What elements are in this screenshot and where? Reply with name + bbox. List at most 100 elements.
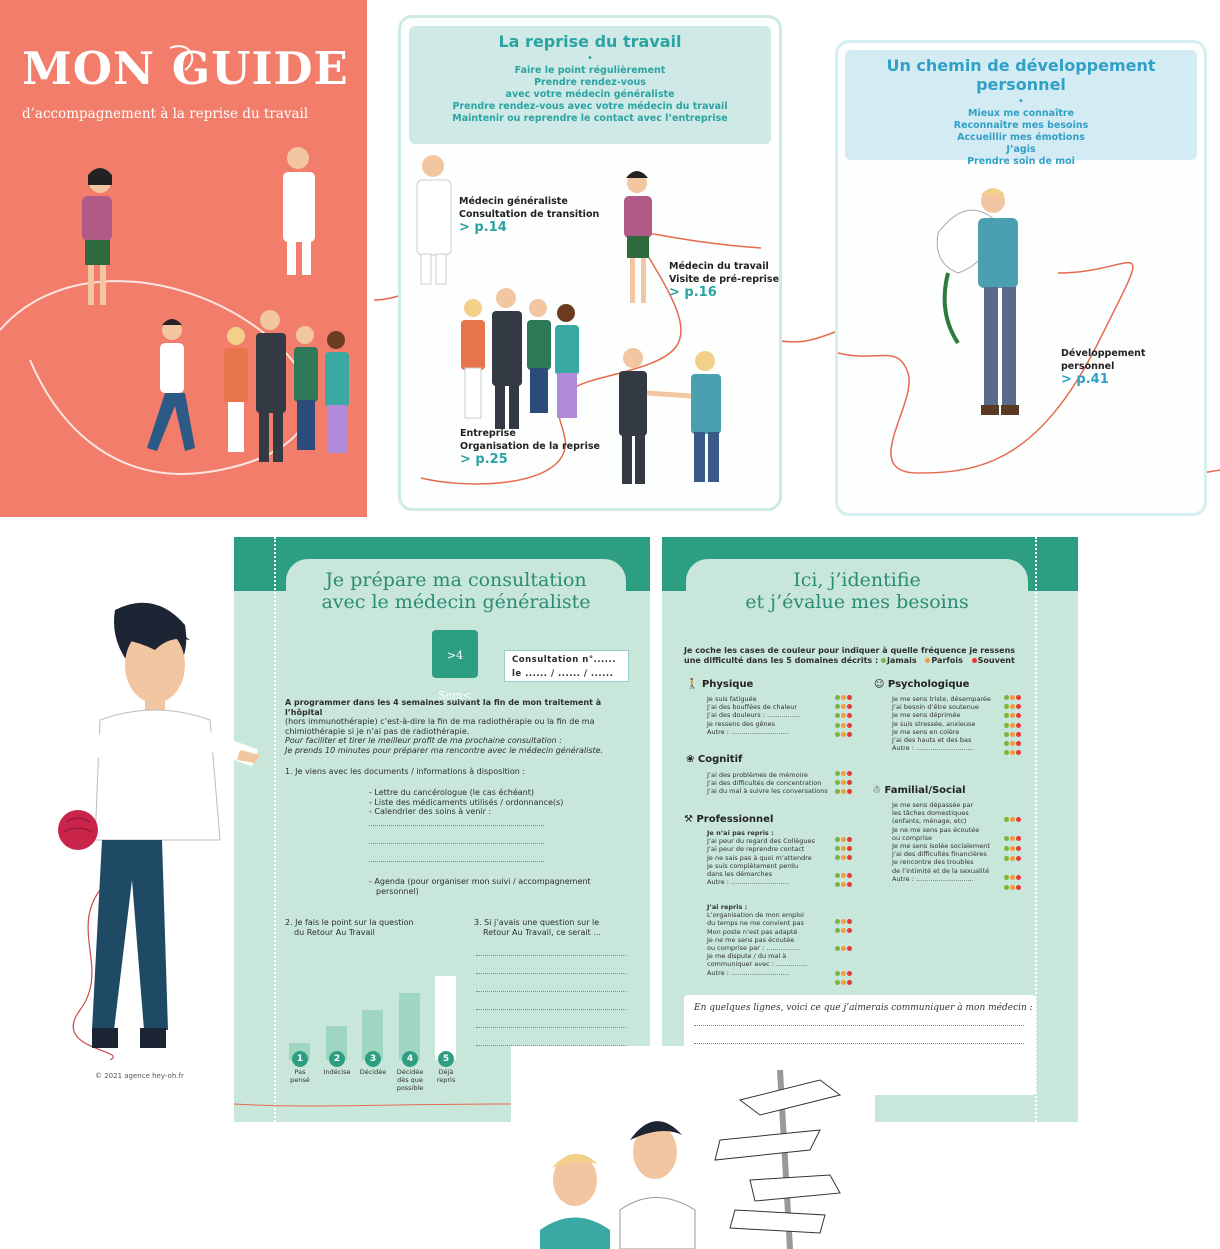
instruction-line: Je coche les cases de couleur pour indiq… bbox=[684, 646, 1016, 655]
dev-illustration bbox=[838, 188, 1134, 474]
scale-label: Pas pensé bbox=[290, 1068, 310, 1085]
documents-list: - Lettre du cancérologue (le cas échéant… bbox=[369, 788, 563, 817]
scale-number: 3 bbox=[365, 1051, 381, 1067]
need-item: Autre : ............................ bbox=[892, 874, 974, 883]
need-item: ou comprise par : ................ bbox=[707, 944, 800, 953]
head-icon: ☺ bbox=[874, 679, 885, 690]
need-item: J’ai peur de reprendre contact bbox=[707, 845, 805, 854]
pro-rating-1[interactable] bbox=[835, 837, 853, 891]
need-item: J’ai des problèmes de mémoire bbox=[707, 771, 808, 779]
write-line[interactable] bbox=[694, 1025, 1024, 1026]
worksheet-title: Ici, j’identifie et j’évalue mes besoins bbox=[686, 569, 1028, 613]
step-page-link[interactable]: > p.14 bbox=[459, 220, 507, 235]
step-title: Développement bbox=[1061, 348, 1146, 359]
write-line[interactable] bbox=[476, 1009, 626, 1010]
write-line[interactable] bbox=[369, 861, 544, 862]
scale-bar[interactable] bbox=[362, 1010, 383, 1060]
intro-italic: Pour faciliter et tirer le meilleur prof… bbox=[285, 736, 562, 745]
reprise-illustration bbox=[416, 155, 762, 485]
step-page-link[interactable]: > p.25 bbox=[460, 452, 508, 467]
intro-text: A programmer dans les 4 semaines suivant… bbox=[285, 698, 635, 755]
need-item: Je ne me sens pas écoutée bbox=[892, 825, 980, 834]
step-subtitle: personnel bbox=[1061, 361, 1115, 372]
write-line[interactable] bbox=[369, 825, 544, 826]
consultation-worksheet: Je prépare ma consultation avec le médec… bbox=[234, 537, 650, 1122]
need-item: Je me dispute / du mal à bbox=[707, 952, 787, 961]
scale-bar[interactable] bbox=[326, 1026, 347, 1060]
section-title: Familial/Social bbox=[884, 785, 966, 796]
step-developpement: Développement personnel > p.41 bbox=[1061, 347, 1145, 386]
need-item: Autre : ............................ bbox=[707, 727, 789, 736]
document-item: - Liste des médicaments utilisés / ordon… bbox=[369, 797, 564, 807]
step-subtitle: Organisation de la reprise bbox=[460, 441, 600, 452]
cover-illustration bbox=[0, 45, 349, 475]
need-item: Je ne me sens pas écoutée bbox=[707, 935, 795, 944]
dotted-divider bbox=[1035, 537, 1037, 1122]
section-title: Professionnel bbox=[696, 814, 774, 825]
dev-line: Prendre soin de moi bbox=[967, 156, 1075, 167]
reprise-line: Maintenir ou reprendre le contact avec l… bbox=[452, 113, 728, 124]
cognitif-rating[interactable] bbox=[835, 771, 853, 799]
scale-number: 5 bbox=[438, 1051, 454, 1067]
instruction-line: une difficulté dans les 5 domaines décri… bbox=[684, 655, 879, 665]
intro-italic: Je prends 10 minutes pour préparer ma re… bbox=[285, 745, 604, 755]
step-subtitle: Visite de pré-reprise bbox=[669, 274, 780, 285]
step-entreprise: Entreprise Organisation de la reprise > … bbox=[460, 427, 600, 466]
scale-label: Décidée bbox=[359, 1068, 387, 1076]
need-item: Mon poste n’est pas adapté bbox=[707, 927, 798, 936]
need-item: de l’intimité et de la sexualité bbox=[892, 866, 990, 875]
legend-label: Parfois bbox=[931, 655, 963, 665]
psycho-rating[interactable] bbox=[1004, 695, 1022, 759]
consultation-box[interactable]: Consultation n°...... le ...... / ......… bbox=[504, 650, 629, 682]
familial-rating[interactable] bbox=[1004, 817, 1022, 895]
step-page-link[interactable]: > p.41 bbox=[1061, 372, 1109, 387]
write-line[interactable] bbox=[476, 1027, 626, 1028]
step-title: Entreprise bbox=[460, 428, 516, 439]
copyright-credit: © 2021 agence hey-oh.fr bbox=[95, 1072, 184, 1080]
section-title: Physique bbox=[701, 679, 754, 690]
reprise-panel: La reprise du travail • Faire le point r… bbox=[398, 15, 782, 511]
need-item: Je suis stressée, anxieuse bbox=[892, 719, 976, 728]
worksheet-title: Je prépare ma consultation avec le médec… bbox=[286, 569, 626, 613]
physique-rating[interactable] bbox=[835, 695, 853, 741]
agenda-line: - Agenda (pour organiser mon suivi / acc… bbox=[369, 877, 591, 886]
write-line[interactable] bbox=[476, 973, 626, 974]
person-icon: 🚶 bbox=[686, 679, 699, 690]
title-line: Je prépare ma consultation bbox=[325, 569, 587, 591]
need-item: Autre : ............................ bbox=[892, 744, 974, 753]
woman-pointing-illustration bbox=[58, 602, 260, 1060]
write-line[interactable] bbox=[694, 1043, 1024, 1044]
need-item: Je me sens isolée socialement bbox=[892, 842, 990, 851]
calendar-label: >4 Sem< bbox=[438, 649, 472, 702]
write-line[interactable] bbox=[476, 1045, 626, 1046]
scale-bar[interactable] bbox=[399, 993, 420, 1060]
scale-number: 2 bbox=[329, 1051, 345, 1067]
calendar-icon: >4 Sem< bbox=[432, 630, 478, 702]
write-line[interactable] bbox=[476, 955, 626, 956]
need-item: les tâches domestiques bbox=[892, 809, 969, 818]
question-2: 2. Je fais le point sur la question du R… bbox=[285, 918, 414, 937]
scale-bar[interactable] bbox=[435, 976, 456, 1060]
section-psychologique: ☺ Psychologique bbox=[874, 679, 969, 690]
dev-line: Mieux me connaître bbox=[967, 108, 1075, 119]
section-cognitif: ❀ Cognitif bbox=[686, 754, 742, 765]
reprise-title: La reprise du travail bbox=[498, 32, 682, 51]
write-line[interactable] bbox=[369, 843, 544, 844]
intro-line: chimiothérapie si je n’ai pas de radioth… bbox=[285, 726, 470, 736]
need-item: Je me sens triste, désemparée bbox=[892, 695, 991, 703]
step-title: Médecin généraliste bbox=[459, 196, 568, 207]
intro-line: (hors immunothérapie) c’est-à-dire la fi… bbox=[285, 717, 595, 726]
step-page-link[interactable]: > p.16 bbox=[669, 285, 717, 300]
need-item: J’ai des difficultés financières bbox=[892, 850, 987, 859]
desk-icon: ⚒ bbox=[684, 814, 693, 825]
section-title: Cognitif bbox=[697, 754, 743, 765]
need-item: Je suis fatiguée bbox=[707, 695, 757, 703]
write-line[interactable] bbox=[476, 991, 626, 992]
title-line: et j’évalue mes besoins bbox=[745, 591, 969, 613]
reprise-line: avec votre médecin généraliste bbox=[505, 89, 675, 100]
need-item: J’ai besoin d’être soutenue bbox=[892, 703, 979, 712]
pro-rating-2[interactable] bbox=[835, 919, 853, 990]
intro-bold: A programmer dans les 4 semaines suivant… bbox=[285, 698, 602, 717]
step-subtitle: Consultation de transition bbox=[459, 209, 600, 220]
dev-header: Un chemin de développement personnel • M… bbox=[845, 50, 1197, 167]
